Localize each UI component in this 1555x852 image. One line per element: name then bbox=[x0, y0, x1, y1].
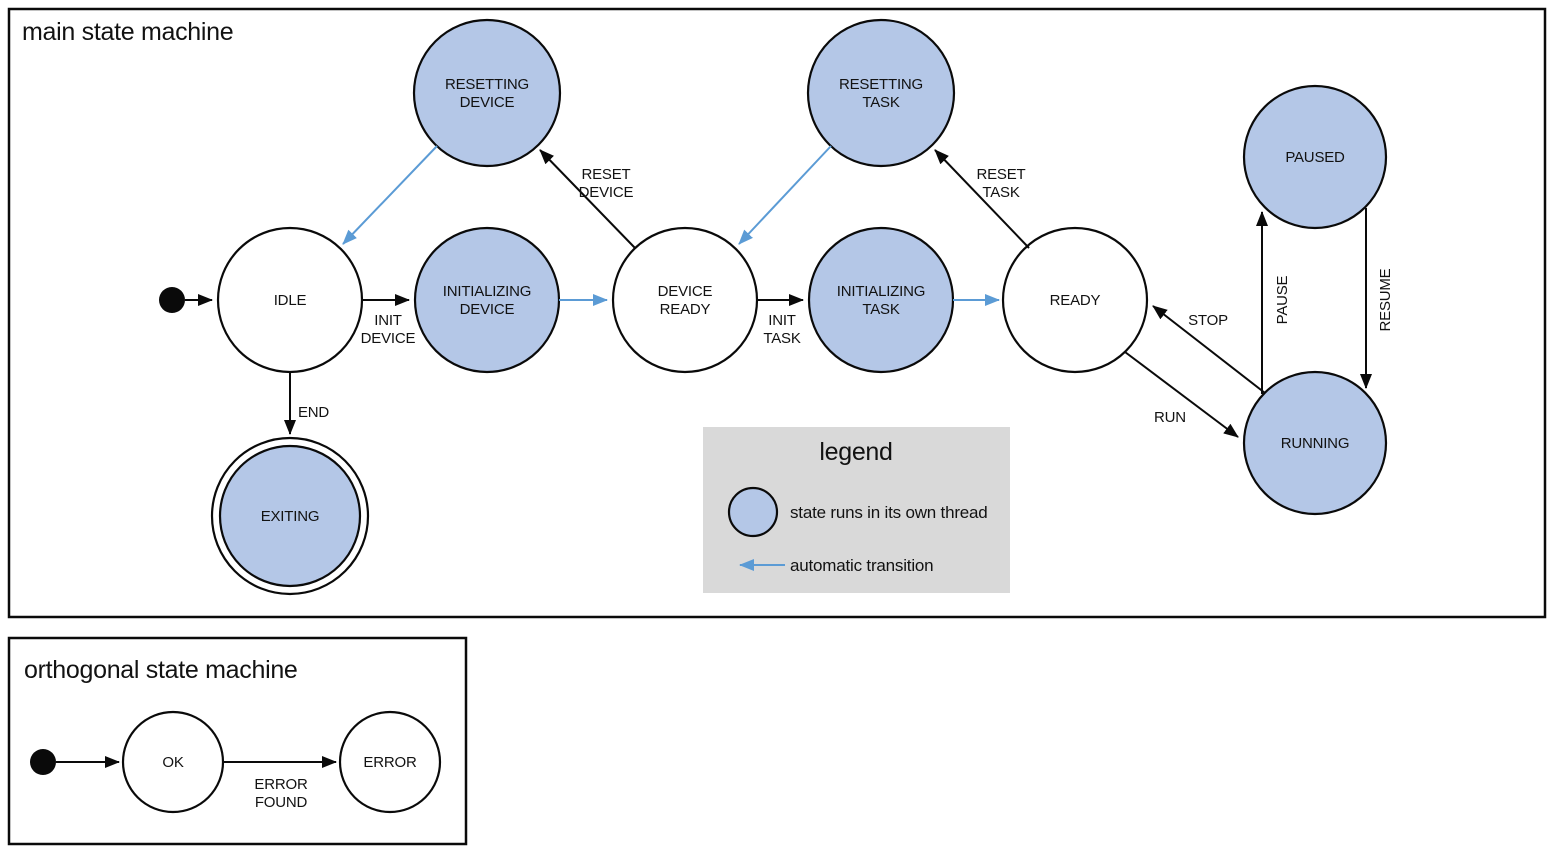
state-ready bbox=[1001, 226, 1149, 374]
state-device-ready-label-line2: READY bbox=[660, 301, 711, 318]
transition-resume-label: RESUME bbox=[1377, 268, 1394, 331]
orthogonal-panel-title: orthogonal state machine bbox=[24, 656, 298, 684]
state-initializing-task-label-line2: TASK bbox=[862, 301, 899, 318]
legend-auto-transition-label: automatic transition bbox=[790, 556, 933, 575]
legend-title: legend bbox=[819, 438, 892, 466]
state-idle-label: IDLE bbox=[274, 292, 307, 309]
state-resetting-task-label-line1: RESETTING bbox=[839, 76, 923, 93]
transition-reset-device-label-line2: DEVICE bbox=[579, 184, 634, 201]
state-resetting-device bbox=[412, 18, 562, 168]
state-error bbox=[338, 710, 442, 814]
transition-stop-arrow bbox=[1152, 305, 1266, 394]
transition-init-device-label-line1: INIT bbox=[374, 312, 402, 329]
transition-error-found-label-line2: FOUND bbox=[255, 794, 308, 811]
state-initializing-task-label-line1: INITIALIZING bbox=[837, 283, 925, 300]
transition-pause-label: PAUSE bbox=[1274, 275, 1291, 324]
state-paused bbox=[1242, 84, 1388, 230]
state-resetting-task-label-line2: TASK bbox=[862, 94, 899, 111]
state-ok-label: OK bbox=[162, 754, 183, 771]
transition-reset-task-label-line2: TASK bbox=[982, 184, 1019, 201]
state-running-label: RUNNING bbox=[1281, 435, 1350, 452]
state-resetting-device-label-line2: DEVICE bbox=[460, 94, 515, 111]
state-initializing-device-label-line2: DEVICE bbox=[460, 301, 515, 318]
transition-run-label: RUN bbox=[1154, 409, 1186, 426]
state-error-label: ERROR bbox=[363, 754, 417, 771]
transition-error-found-label-line1: ERROR bbox=[254, 776, 308, 793]
legend-threaded-state-label: state runs in its own thread bbox=[790, 503, 988, 522]
transition-init-device-label-line2: DEVICE bbox=[361, 330, 416, 347]
auto-transition-resetting-device-to-idle-arrow bbox=[342, 145, 438, 245]
auto-transition-resetting-task-to-device-ready-arrow bbox=[738, 145, 832, 245]
orthogonal-initial-state-dot bbox=[30, 749, 56, 775]
state-resetting-task bbox=[806, 18, 956, 168]
legend-threaded-state-icon bbox=[727, 486, 779, 538]
transition-run-arrow bbox=[1124, 351, 1239, 438]
main-panel-title: main state machine bbox=[22, 18, 233, 46]
state-initializing-task bbox=[807, 226, 955, 374]
state-initializing-device-label-line1: INITIALIZING bbox=[443, 283, 531, 300]
transition-reset-device-label-line1: RESET bbox=[581, 166, 630, 183]
state-exiting: EXITING bbox=[210, 436, 370, 596]
transition-reset-device-arrow bbox=[539, 149, 636, 249]
transition-init-task-label-line1: INIT bbox=[768, 312, 796, 329]
transition-stop-label: STOP bbox=[1188, 312, 1228, 329]
state-running bbox=[1242, 370, 1388, 516]
state-resetting-device-label-line1: RESETTING bbox=[445, 76, 529, 93]
state-paused-label: PAUSED bbox=[1285, 149, 1345, 166]
initial-state-dot bbox=[159, 287, 185, 313]
state-device-ready bbox=[611, 226, 759, 374]
state-ready-label: READY bbox=[1050, 292, 1101, 309]
state-exiting-label: EXITING bbox=[261, 508, 320, 525]
transition-reset-task-label-line1: RESET bbox=[976, 166, 1025, 183]
transition-end-label: END bbox=[298, 404, 329, 421]
state-exiting-circle bbox=[218, 444, 362, 588]
transition-init-task-label-line2: TASK bbox=[763, 330, 800, 347]
state-initializing-device bbox=[413, 226, 561, 374]
legend: legend state runs in its own thread auto… bbox=[703, 427, 1010, 593]
transition-reset-task-arrow bbox=[934, 149, 1030, 249]
state-device-ready-label-line1: DEVICE bbox=[658, 283, 713, 300]
